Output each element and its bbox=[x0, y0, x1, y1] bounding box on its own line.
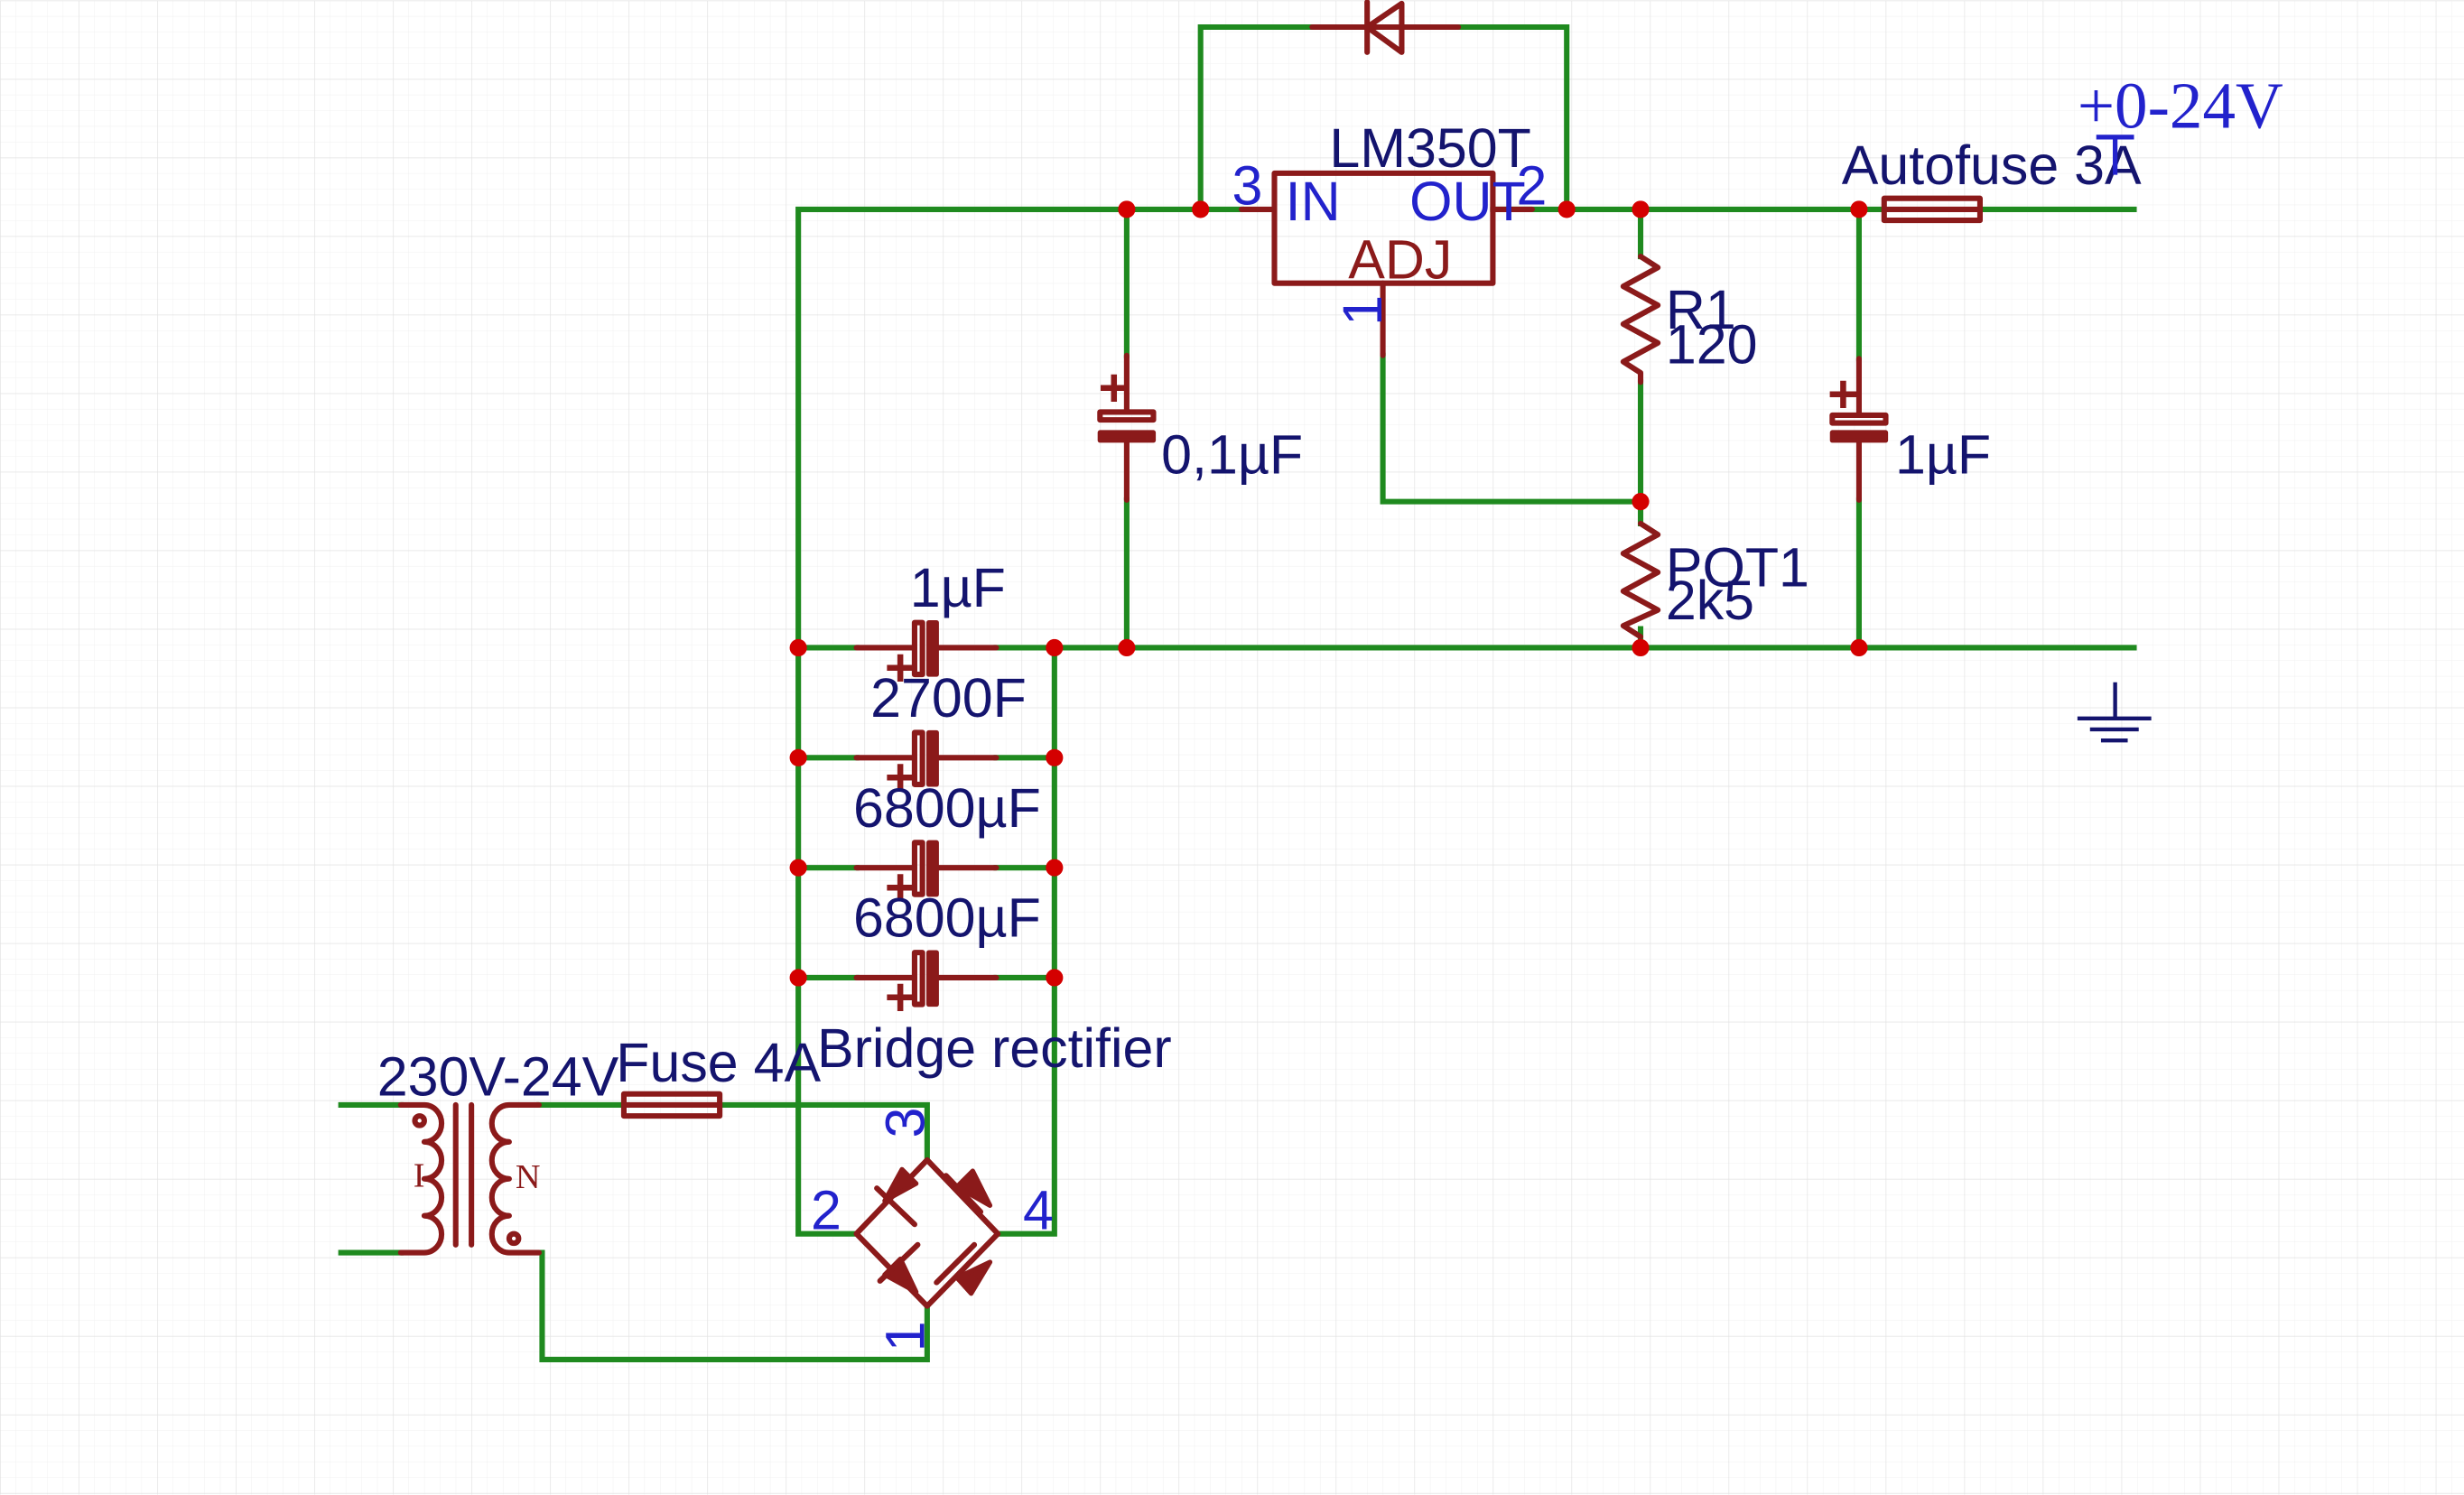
transformer-secondary-mark: N bbox=[516, 1158, 541, 1196]
r1-name: R1 bbox=[1666, 279, 1736, 340]
output-cap-label: 1µF bbox=[1895, 423, 1991, 485]
bridge-pin-4: 4 bbox=[1023, 1179, 1054, 1240]
input-capacitor[interactable]: + 0,1µF bbox=[1097, 352, 1304, 503]
filter-cap-3-plus: + bbox=[885, 857, 916, 917]
secondary-dot bbox=[506, 1230, 522, 1247]
filter-cap-2-label: 2700F bbox=[870, 667, 1027, 729]
junction-dot bbox=[1118, 200, 1136, 218]
filter-cap-1-label: 1µF bbox=[910, 557, 1006, 618]
input-cap-label: 0,1µF bbox=[1161, 423, 1303, 485]
filter-cap-2-plus: + bbox=[885, 747, 916, 807]
junction-dot bbox=[1850, 200, 1868, 218]
junction-dot bbox=[1632, 200, 1650, 218]
bridge-rectifier[interactable]: Bridge rectifier 2 4 3 1 bbox=[811, 1017, 1172, 1351]
wire-fuse-out bbox=[717, 1101, 930, 1163]
transformer-label: 230V-24V bbox=[377, 1046, 619, 1108]
wires bbox=[338, 23, 2137, 1362]
junction-dot bbox=[1118, 638, 1136, 657]
junction-dot bbox=[1046, 859, 1064, 877]
potentiometer-pot1[interactable]: POT1 2k5 bbox=[1620, 520, 1809, 640]
junction-dot bbox=[1557, 200, 1576, 218]
wire-diode-loop bbox=[1197, 23, 1570, 212]
junction-dot bbox=[1046, 748, 1064, 766]
output-voltage-label: +0-24V bbox=[2078, 69, 2283, 142]
fuse-label: Fuse 4A bbox=[616, 1032, 821, 1093]
r1-value: 120 bbox=[1666, 313, 1758, 375]
regulator-pin-out-number: 2 bbox=[1517, 155, 1548, 217]
primary-dot bbox=[412, 1113, 427, 1128]
supply-icon: +0-24V bbox=[2078, 69, 2283, 175]
fuse-4a[interactable]: Fuse 4A bbox=[616, 1032, 821, 1119]
wire-adj bbox=[1380, 352, 1644, 505]
transformer-primary-mark: I bbox=[414, 1156, 425, 1194]
ground-icon bbox=[2077, 682, 2152, 743]
regulator-pin-in: IN bbox=[1286, 171, 1341, 232]
wire-left-bus bbox=[795, 645, 860, 1237]
pot-value: 2k5 bbox=[1666, 570, 1754, 631]
resistor-r1[interactable]: R1 120 bbox=[1620, 254, 1758, 385]
bridge-rectifier-label: Bridge rectifier bbox=[817, 1017, 1172, 1079]
regulator-pin-in-number: 3 bbox=[1232, 155, 1262, 217]
bridge-pin-3: 3 bbox=[874, 1108, 935, 1138]
junction-dot bbox=[789, 969, 807, 987]
regulator-pin-adj-number: 1 bbox=[1332, 295, 1393, 326]
wire-right-bus bbox=[995, 645, 1057, 1237]
junction-dot bbox=[789, 859, 807, 877]
regulator-pin-adj: ADJ bbox=[1348, 228, 1452, 290]
junction-dot bbox=[789, 748, 807, 766]
autofuse-label: Autofuse 3A bbox=[1842, 135, 2142, 196]
filter-cap-3-label: 6800µF bbox=[853, 777, 1041, 839]
junction-dot bbox=[1192, 200, 1210, 218]
regulator-lm350t[interactable]: LM350T IN OUT ADJ 3 2 1 bbox=[1232, 117, 1548, 358]
junctions bbox=[789, 200, 1868, 987]
wire-bridge-bottom bbox=[539, 1249, 930, 1362]
wire-top-rail-left bbox=[795, 206, 1244, 651]
junction-dot bbox=[1632, 493, 1650, 511]
filter-capacitor-1[interactable]: + 1µF bbox=[853, 557, 1006, 697]
filter-cap-4-plus: + bbox=[885, 967, 916, 1027]
filter-cap-4-label: 6800µF bbox=[853, 887, 1041, 949]
filter-capacitor-3[interactable]: + 6800µF bbox=[853, 777, 1041, 917]
bridge-pin-2: 2 bbox=[811, 1179, 841, 1240]
bypass-diode[interactable] bbox=[1309, 0, 1462, 55]
filter-capacitor-4[interactable]: + 6800µF bbox=[853, 887, 1041, 1027]
regulator-pin-out: OUT bbox=[1409, 171, 1526, 232]
junction-dot bbox=[1046, 638, 1064, 657]
filter-cap-1-plus: + bbox=[885, 636, 916, 697]
junction-dot bbox=[1046, 969, 1064, 987]
output-capacitor[interactable]: + 1µF bbox=[1827, 356, 1991, 503]
transformer[interactable]: 230V-24V I N bbox=[377, 1046, 619, 1256]
junction-dot bbox=[1850, 638, 1868, 657]
output-cap-plus: + bbox=[1827, 363, 1859, 423]
pot-name: POT1 bbox=[1666, 537, 1809, 599]
junction-dot bbox=[789, 638, 807, 657]
junction-dot bbox=[1632, 638, 1650, 657]
autofuse[interactable]: Autofuse 3A bbox=[1842, 135, 2142, 224]
input-cap-plus: + bbox=[1099, 357, 1130, 417]
regulator-name: LM350T bbox=[1329, 117, 1530, 179]
filter-capacitor-2[interactable]: + 2700F bbox=[853, 667, 1027, 807]
bridge-pin-1: 1 bbox=[874, 1321, 935, 1351]
